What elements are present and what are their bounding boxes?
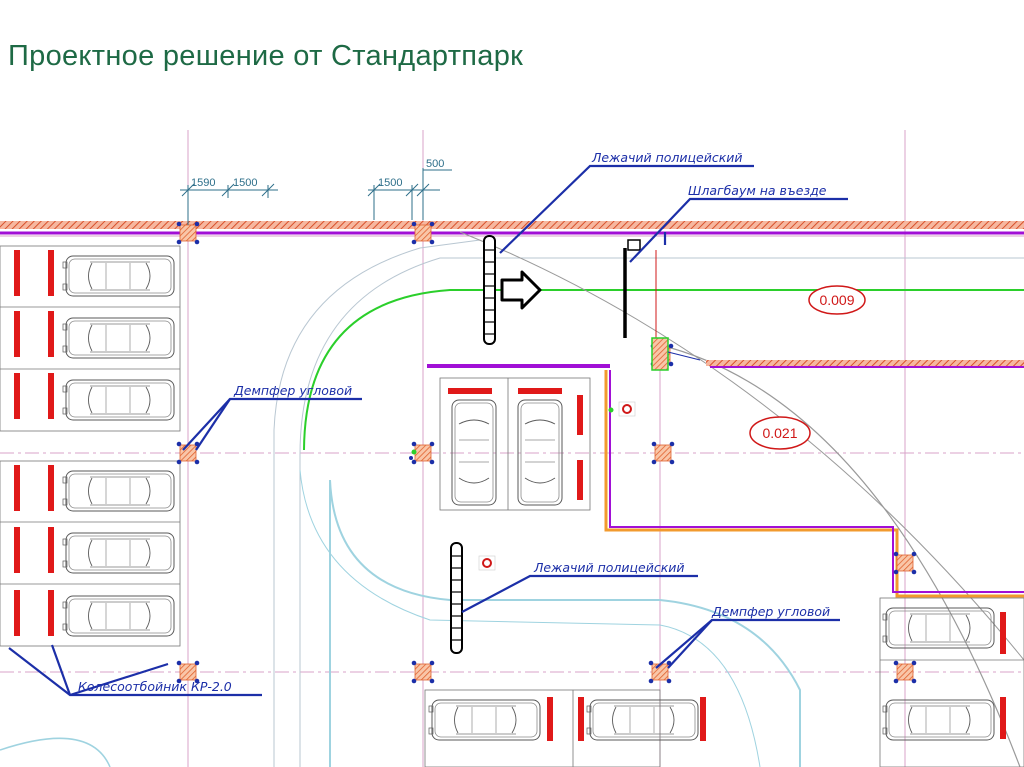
building-outline <box>604 370 1024 598</box>
barrier-shape <box>623 239 701 371</box>
label-speed-bump-top: Лежачий полицейский <box>591 150 743 165</box>
slope-top: 0.009 <box>819 292 854 308</box>
slope-mid-bubble <box>749 416 811 450</box>
dim-1500-a: 1500 <box>233 177 257 189</box>
dim-500: 500 <box>426 158 444 170</box>
direction-arrow <box>500 270 542 310</box>
label-speed-bump-bottom: Лежачий полицейский <box>533 560 685 575</box>
speed-bump-bottom-shape <box>450 542 463 654</box>
wheel-stops-left <box>14 250 54 636</box>
label-corner-damper-right: Демпфер угловой <box>711 604 830 619</box>
cars-left <box>62 255 175 637</box>
slope-mid: 0.021 <box>762 425 797 441</box>
center-parking <box>439 377 591 511</box>
markers <box>409 401 636 571</box>
speed-bump-top-shape <box>483 235 496 345</box>
bottom-parking <box>424 597 1024 767</box>
dim-1500-b: 1500 <box>378 177 402 189</box>
dim-1590: 1590 <box>191 177 215 189</box>
label-barrier-entry: Шлагбаум на въезде <box>688 183 827 198</box>
leader-lines <box>8 164 848 697</box>
left-parking-grid <box>0 245 181 647</box>
dimension-lines <box>180 168 452 225</box>
slide-title: Проектное решение от Стандартпарк <box>8 40 524 72</box>
label-wheel-stop: Колесоотбойник КР-2.0 <box>78 679 232 694</box>
slope-top-bubble <box>808 285 866 315</box>
label-corner-damper-left: Демпфер угловой <box>233 383 352 398</box>
top-wall <box>0 221 1024 229</box>
